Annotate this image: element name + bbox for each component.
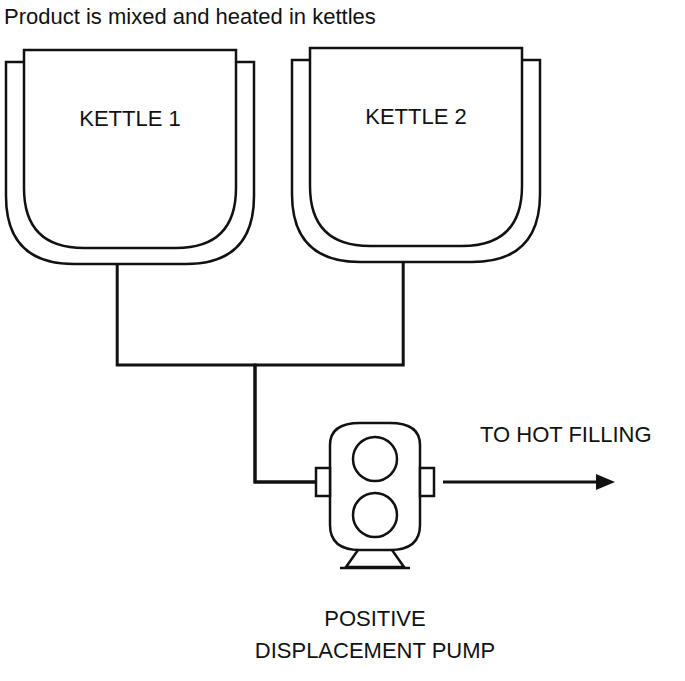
- pipe-connector: [117, 264, 316, 482]
- arrow-head: [596, 474, 615, 490]
- kettle-label: KETTLE 1: [26, 106, 234, 132]
- pump-symbol: [300, 415, 450, 575]
- pump-node: POSITIVE DISPLACEMENT PUMP: [180, 415, 570, 677]
- kettle-node: KETTLE 1: [2, 48, 258, 266]
- outlet-pipe: [443, 481, 600, 484]
- kettle-label: KETTLE 2: [312, 104, 520, 130]
- kettle-outline: [288, 46, 544, 264]
- outlet-label: TO HOT FILLING: [478, 422, 654, 448]
- kettle-outline: [2, 48, 258, 266]
- kettle-node: KETTLE 2: [288, 46, 544, 264]
- pump-label: POSITIVE DISPLACEMENT PUMP: [180, 603, 570, 667]
- diagram-title: Product is mixed and heated in kettles: [4, 4, 376, 30]
